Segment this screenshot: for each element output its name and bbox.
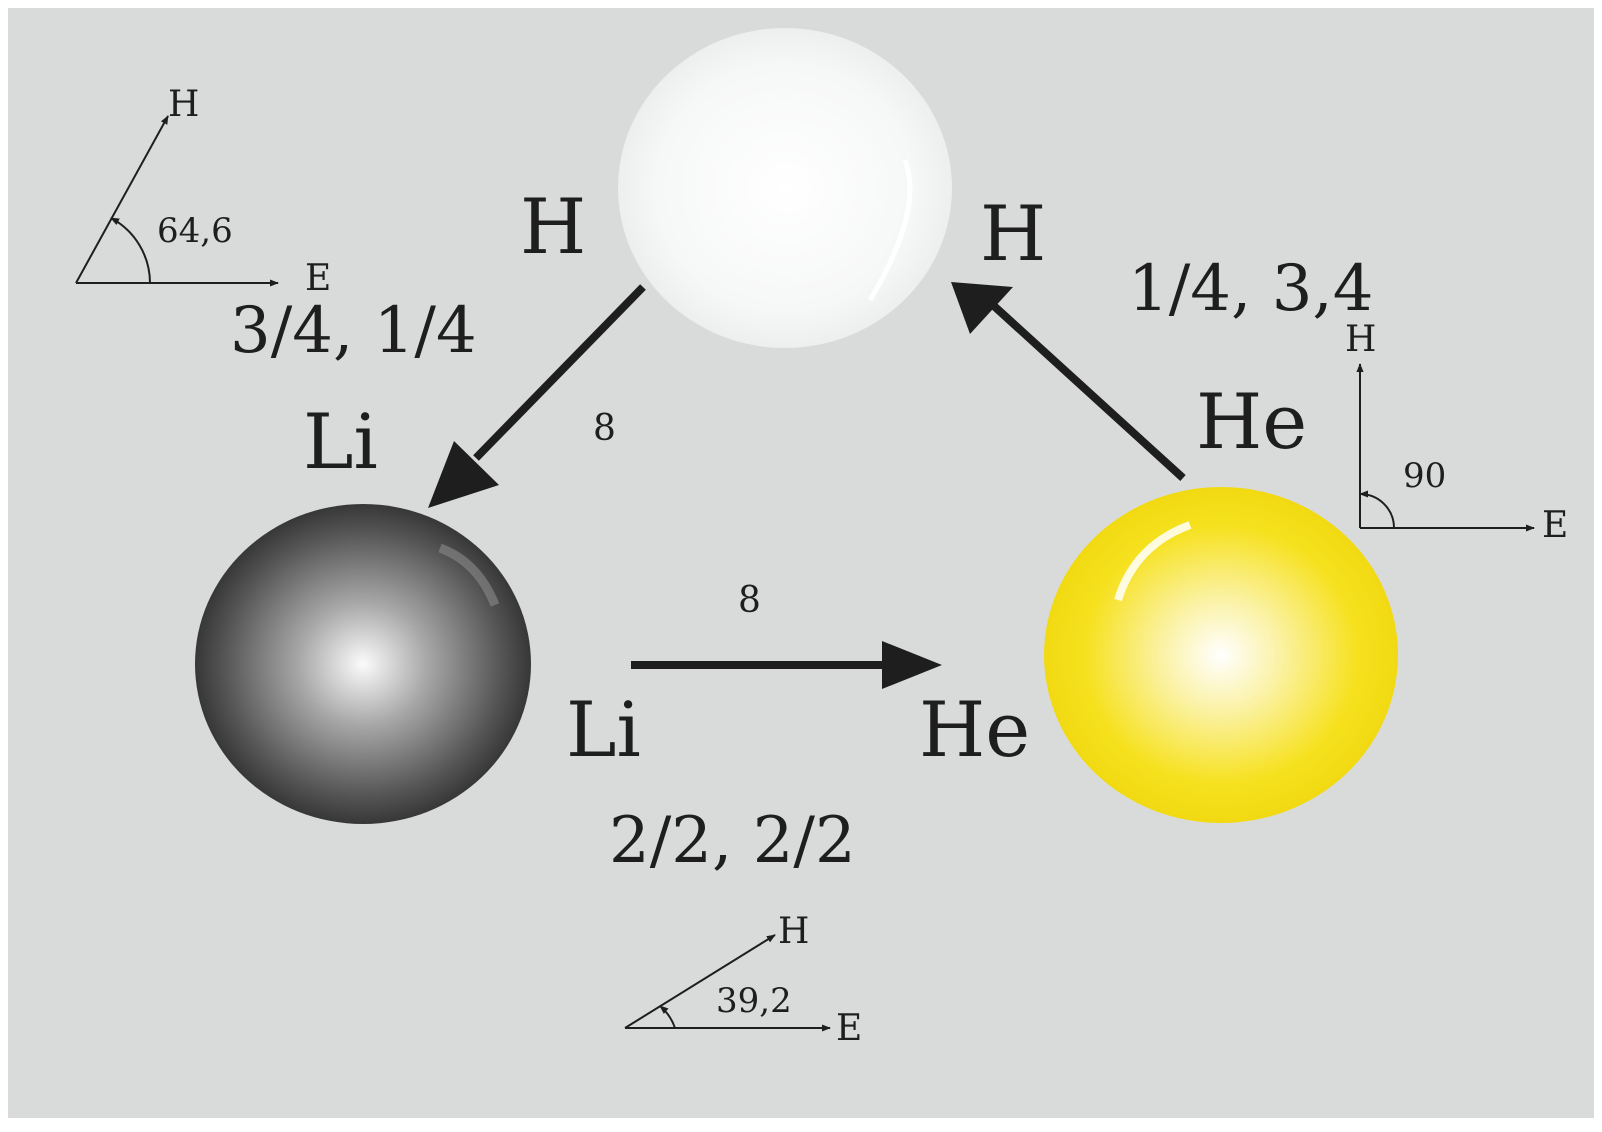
ratio-he-to-h: 1/4, 3,4 <box>1128 252 1373 326</box>
ratio-li-to-he: 2/2, 2/2 <box>609 804 856 878</box>
helium-atom <box>1044 487 1398 823</box>
angle-bottom-vertical-label: H <box>778 911 809 952</box>
angle-top-left-value: 64,6 <box>157 211 233 251</box>
arrow-number-h-to-li: 8 <box>593 408 616 449</box>
angle-right-value: 90 <box>1403 456 1446 496</box>
hydrogen-atom <box>618 28 952 348</box>
arrow-number-li-to-he: 8 <box>738 580 761 621</box>
helium-label-top: He <box>1196 377 1307 466</box>
lithium-label-top: Li <box>303 397 378 486</box>
helium-label-left: He <box>919 685 1030 774</box>
lithium-atom <box>195 504 531 824</box>
arrow-li-to-he <box>631 641 942 689</box>
lithium-label-right: Li <box>566 685 641 774</box>
angle-diagram-right: H E 90 <box>1345 319 1568 546</box>
angle-top-left-horizontal-label: E <box>305 258 331 299</box>
angle-bottom-horizontal-label: E <box>836 1008 862 1049</box>
ratio-h-to-li: 3/4, 1/4 <box>230 294 477 368</box>
angle-bottom-value: 39,2 <box>716 981 792 1021</box>
angle-right-vertical-label: H <box>1345 319 1376 360</box>
angle-diagram-bottom: H E 39,2 <box>624 911 862 1049</box>
arrow-h-to-li <box>428 284 646 508</box>
angle-right-horizontal-label: E <box>1542 505 1568 546</box>
angle-top-left-vertical-label: H <box>168 84 199 125</box>
hydrogen-label-right: H <box>980 189 1046 278</box>
angle-diagram-top-left: H E 64,6 <box>75 84 331 299</box>
hydrogen-label-left: H <box>520 182 586 271</box>
arrow-he-to-h <box>951 282 1186 481</box>
